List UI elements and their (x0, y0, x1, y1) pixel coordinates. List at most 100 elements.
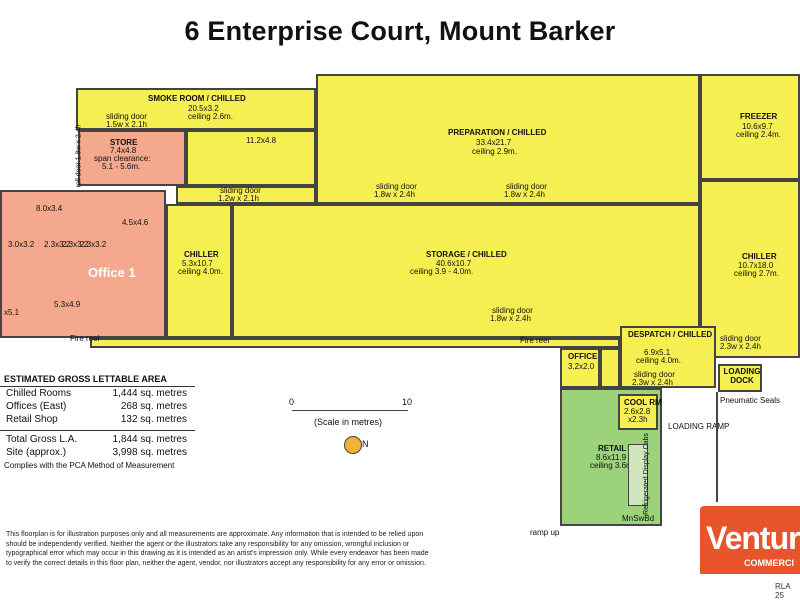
room-office: OFFICE 3.2x2.0 (560, 348, 600, 388)
room-store: STORE 7.4x4.8 span clearance: 5.1 - 5.6m… (78, 130, 186, 186)
store-span: span clearance: (94, 154, 151, 163)
despatch-sd-size: 2.3w x 2.4h (632, 378, 673, 387)
gla-row: Retail Shop 132 sq. metres (0, 413, 195, 426)
display-cabs (628, 444, 648, 506)
storage-sd-label: sliding door (492, 306, 533, 315)
lower-strip: Fire reel (90, 336, 620, 348)
gla-total-value: 3,998 sq. metres (112, 447, 187, 458)
despatch-dims: 6.9x5.1 (644, 348, 671, 357)
freezer-dims: 10.6x9.7 (742, 122, 773, 131)
gla-row-value: 132 sq. metres (120, 414, 187, 425)
room-11: 11.2x4.8 (186, 130, 316, 186)
gla-total-row: Site (approx.)3,998 sq. metres (0, 446, 195, 459)
roll-door: roll door 1.8w x 2.4h (75, 124, 83, 188)
storage-name: STORAGE / CHILLED (426, 250, 507, 259)
room-storage: STORAGE / CHILLED 40.6x10.7 ceiling 3.9 … (232, 204, 700, 338)
office-room-6: 4.5x4.6 (122, 218, 149, 227)
freezer-name: FREEZER (740, 112, 778, 121)
loading-ramp: LOADING RAMP (668, 422, 730, 431)
chiller-sd-size: 2.3w x 2.4h (720, 342, 761, 351)
room-chiller-right: CHILLER 10.7x18.0 ceiling 2.7m. sliding … (700, 180, 800, 358)
office-1-label: Office 1 (88, 265, 136, 280)
smoke-room-dims: 20.5x3.2 (188, 104, 219, 113)
chiller-left-dims: 5.3x10.7 (182, 259, 213, 268)
north-label: N (362, 439, 369, 449)
storage-ceiling: ceiling 3.9 - 4.0m. (410, 267, 474, 276)
retail-ceiling: ceiling 3.6m. (590, 461, 635, 470)
gla-total-label: Total Gross L.A. (6, 434, 78, 445)
despatch-ceiling: ceiling 4.0m. (636, 356, 681, 365)
prep-dims: 33.4x21.7 (476, 138, 512, 147)
logo-word: Ventur (706, 520, 800, 556)
smoke-room-ceiling: ceiling 2.6m. (188, 112, 233, 121)
gla-row-label: Offices (East) (6, 401, 67, 412)
prep-ceiling: ceiling 2.9m. (472, 147, 517, 156)
disclaimer: This floorplan is for illustration purpo… (6, 531, 429, 567)
chiller-right-name: CHILLER (742, 252, 777, 261)
gla-row-value: 268 sq. metres (120, 401, 187, 412)
ramp-up: ramp up (530, 528, 560, 537)
gla-row-value: 1,444 sq. metres (112, 388, 187, 399)
retail-dims: 8.6x11.9 (596, 453, 627, 462)
pneumatic-seals: Pneumatic Seals (720, 396, 781, 405)
gla-table: ESTIMATED GROSS LETTABLE AREA Chilled Ro… (0, 372, 195, 472)
room-11-dims: 11.2x4.8 (246, 136, 277, 145)
retail-name: RETAIL (598, 444, 627, 453)
corridor-upper: sliding door 1.2w x 2.1h (176, 186, 316, 204)
gla-total-row: Total Gross L.A. 1,844 sq. metres (0, 433, 195, 446)
office-room-1: 8.0x3.4 (36, 204, 63, 213)
fire-reel-right: Fire reel (520, 336, 550, 345)
prep-sd1-size: 1.8w x 2.4h (374, 190, 415, 199)
cool-room-ceiling: x2.3h (628, 415, 648, 424)
office-room-3: 2.3x3.2 (44, 240, 71, 249)
corr-sd-size: 1.2w x 2.1h (218, 194, 259, 203)
refrigerated-label: Refrigerated Display Cabs (642, 433, 650, 515)
gla-total-value: 1,844 sq. metres (112, 434, 187, 445)
despatch-name: DESPATCH / CHILLED (628, 330, 713, 339)
despatch-sd-label: sliding door (634, 370, 675, 379)
storage-dims: 40.6x10.7 (436, 259, 472, 268)
gla-row: Offices (East) 268 sq. metres (0, 400, 195, 413)
room-freezer: FREEZER 10.6x9.7 ceiling 2.4m. (700, 74, 800, 180)
office-name: OFFICE (568, 352, 598, 361)
cool-room-name: COOL RM (624, 398, 662, 407)
scale-zero: 0 (289, 397, 295, 407)
office-room-2: 3.0x3.2 (8, 240, 35, 249)
gla-note: Complies with the PCA Method of Measurem… (4, 461, 175, 470)
freezer-ceiling: ceiling 2.4m. (736, 130, 781, 139)
scale-line (292, 410, 408, 411)
venture-logo: Ventur COMMERCI (700, 506, 800, 574)
room-chiller-left: CHILLER 5.3x10.7 ceiling 4.0m. (166, 204, 232, 338)
room-cool: COOL RM 2.6x2.8 x2.3h (618, 394, 662, 430)
office-room-8: x5.1 (4, 308, 20, 317)
scale-ten: 10 (402, 397, 413, 407)
office-room-7: 5.3x4.9 (54, 300, 81, 309)
gla-row-label: Retail Shop (6, 414, 58, 425)
fire-reel-left: Fire reel (70, 334, 100, 343)
office-room-5: 2.3x3.2 (80, 240, 107, 249)
north-arrow-icon (344, 436, 362, 454)
office-room-4: 2.3x3.2 (62, 240, 89, 249)
room-despatch: DESPATCH / CHILLED 6.9x5.1 ceiling 4.0m.… (620, 326, 716, 388)
prep-sd2-size: 1.8w x 2.4h (504, 190, 545, 199)
smoke-sd-label: sliding door (106, 112, 147, 121)
storage-sd-size: 1.8w x 2.4h (490, 314, 531, 323)
store-name: STORE (110, 138, 138, 147)
ramp-line (716, 392, 718, 502)
office-dims: 3.2x2.0 (568, 362, 595, 371)
prep-sd2-label: sliding door (506, 182, 547, 191)
loading-dock: LOADING DOCK (718, 364, 762, 392)
store-span-val: 5.1 - 5.6m. (102, 162, 141, 171)
room-smoke: SMOKE ROOM / CHILLED 20.5x3.2 ceiling 2.… (76, 88, 316, 130)
loading-dock-name: LOADING DOCK (723, 367, 761, 385)
logo-sub: COMMERCI (744, 558, 794, 568)
smoke-sd-size: 1.5w x 2.1h (106, 120, 147, 129)
cool-room-dims: 2.6x2.8 (624, 407, 651, 416)
store-dims: 7.4x4.8 (110, 146, 137, 155)
scale-caption: (Scale in metres) (314, 417, 383, 427)
mnswbd: MnSwBd (622, 514, 655, 523)
prep-name: PREPARATION / CHILLED (448, 128, 547, 137)
room-preparation: PREPARATION / CHILLED 33.4x21.7 ceiling … (316, 74, 700, 204)
chiller-left-name: CHILLER (184, 250, 219, 259)
